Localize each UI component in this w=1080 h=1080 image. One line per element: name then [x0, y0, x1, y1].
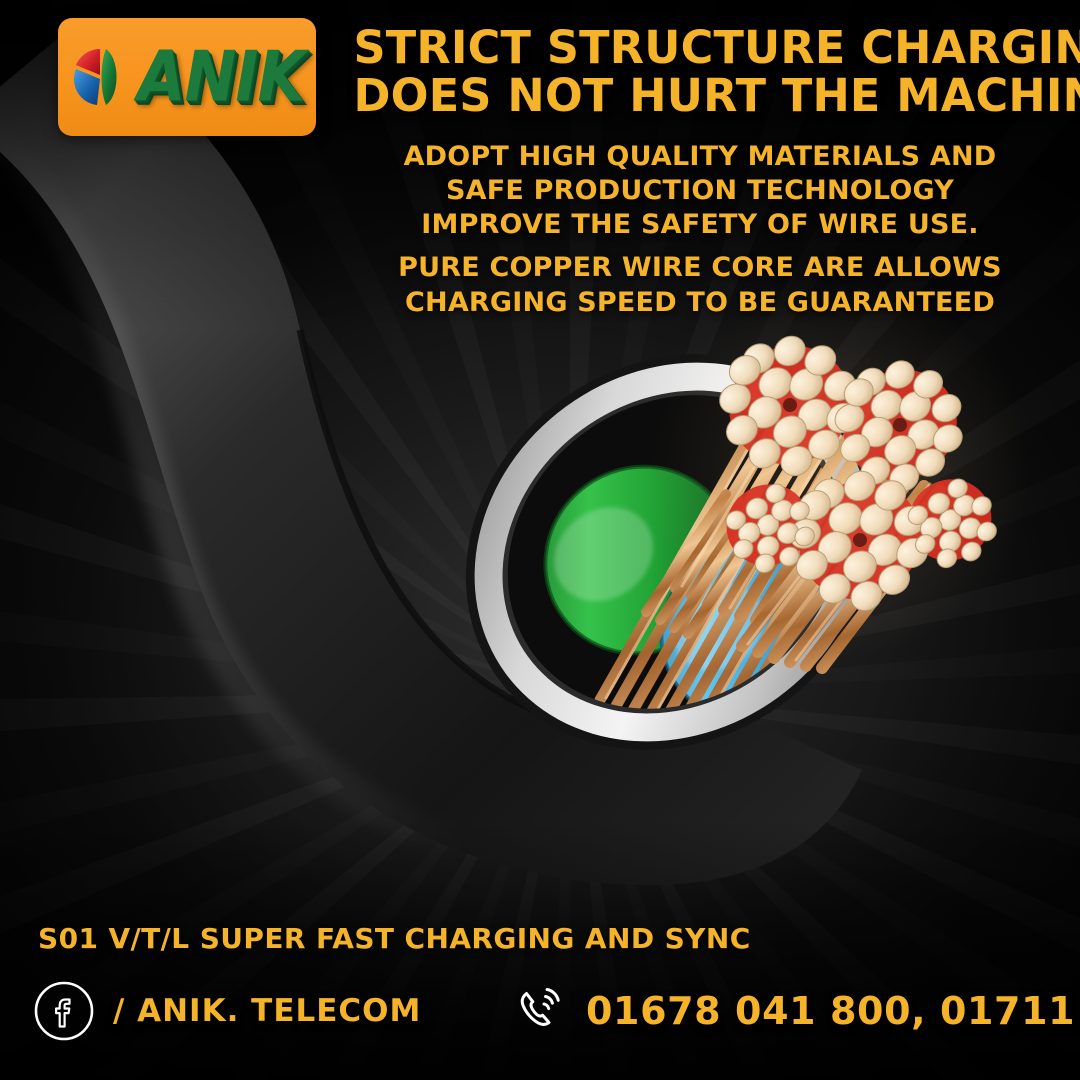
facebook-contact[interactable]: / ANIK. TELECOM [33, 980, 421, 1042]
subcopy1-line-2: SAFE PRODUCTION TECHNOLOGY [445, 175, 955, 207]
anik-logo-text: ANIK [137, 35, 306, 118]
subcopy2-line-2: CHARGING SPEED TO BE GUARANTEED [405, 287, 995, 319]
facebook-icon[interactable] [33, 980, 95, 1042]
subcopy1-line-3: IMPROVE THE SAFETY OF WIRE USE. [421, 209, 979, 241]
background-bottom-fade [0, 820, 1080, 1080]
phone-ring-icon[interactable] [508, 980, 570, 1042]
phone-numbers-label: 01678 041 800, 01711 450 663 [586, 989, 1080, 1033]
subcopy1-line-1: ADOPT HIGH QUALITY MATERIALS AND [403, 141, 997, 172]
page-title: STRICT STRUCTURE CHARGING DOES NOT HURT … [353, 21, 1080, 123]
facebook-handle-label: / ANIK. TELECOM [113, 993, 422, 1029]
subcopy2-line-1: PURE COPPER WIRE CORE ARE ALLOWS [398, 252, 1002, 283]
copper-bundles-emerging [641, 280, 1030, 674]
headline-line-2: DOES NOT HURT THE MACHINE [353, 69, 1080, 123]
headline-line-1: STRICT STRUCTURE CHARGING [353, 21, 1080, 74]
product-tagline: S01 V/T/L SUPER FAST CHARGING AND SYNC [38, 922, 751, 955]
subcopy-block-1: ADOPT HIGH QUALITY MATERIALS AND SAFE PR… [350, 140, 1050, 242]
subcopy-block-2: PURE COPPER WIRE CORE ARE ALLOWS CHARGIN… [350, 250, 1050, 320]
phone-contact[interactable]: 01678 041 800, 01711 450 663 [508, 980, 1080, 1042]
anik-pie-leaf-mark-icon [73, 49, 116, 105]
anik-logo-badge[interactable]: ANIK [58, 18, 316, 136]
